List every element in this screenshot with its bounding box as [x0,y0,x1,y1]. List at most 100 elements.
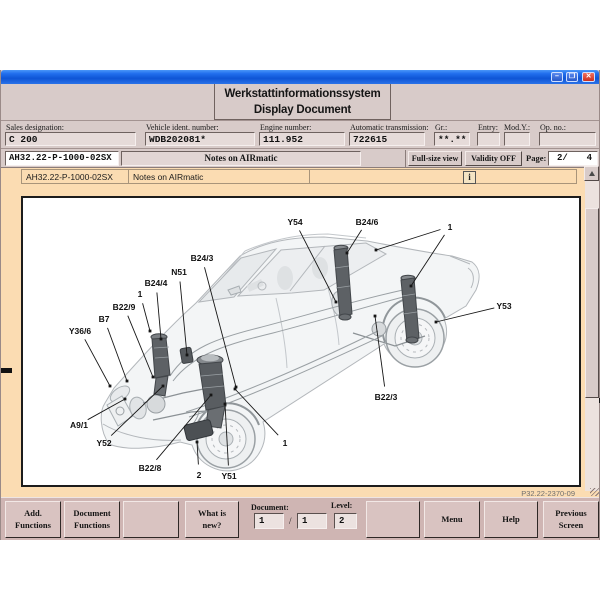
vin-label: Vehicle ident. number: [146,123,219,132]
leader-dot [373,314,377,318]
document-title-field[interactable]: Notes on AIRmatic [121,151,361,166]
group-label: Gr.: [435,123,448,132]
leader-line [346,229,362,254]
diagram-label: B22/8 [139,463,162,473]
page-label: Page: [526,153,547,163]
blank-button-1[interactable] [123,501,179,538]
leader-line [142,303,151,332]
diagram-label: B24/4 [145,278,168,288]
document-extra-cell[interactable] [309,169,577,184]
leader-dot [345,251,349,255]
leader-line [179,281,188,356]
what-is-new-button[interactable]: What is new? [185,501,239,538]
vin-field[interactable]: WDB202081* [145,132,255,146]
document-list-row[interactable]: AH32.22-P-1000-02SX Notes on AIRmatic i [1,167,599,186]
app-title-panel: Werkstattinformationssystem Display Docu… [214,84,391,120]
diagram-label: 1 [283,438,288,448]
page-indicator[interactable]: 2/ 4 [548,151,598,166]
app-header: Werkstattinformationssystem Display Docu… [1,84,599,120]
restore-button[interactable]: ❐ [566,72,578,82]
leader-dot [123,397,127,401]
leader-dot [195,440,199,444]
leader-dot [234,385,238,389]
leader-dot [185,353,189,357]
leader-line [224,403,229,466]
car-illustration: Y54B24/61Y53B24/3N51B24/41B22/9B7Y36/6A9… [69,217,512,481]
document-number-cell[interactable]: AH32.22-P-1000-02SX [21,169,129,184]
validity-off-button[interactable]: Validity OFF [465,151,522,166]
leader-line [156,394,212,461]
diagram-label: B22/9 [113,302,136,312]
close-button[interactable]: ✕ [582,72,595,82]
model-year-field[interactable] [504,132,530,146]
up-arrow-icon [588,171,595,176]
leader-line [374,315,386,387]
leader-dot [434,320,438,324]
diagram-label: 1 [448,222,453,232]
leader-dot [108,384,112,388]
blank-button-2[interactable] [366,501,420,538]
page-current: 2/ [557,153,568,163]
transmission-label: Automatic transmission: [350,123,429,132]
left-edge-marker [1,368,12,373]
document-current-field[interactable]: 1 [254,513,284,529]
diagram-label: B22/3 [375,392,398,402]
resize-grip-icon[interactable] [590,488,599,496]
document-number-field[interactable]: AH32.22-P-1000-02SX [5,151,119,166]
diagram-label: A9/1 [70,420,88,430]
leader-line [84,339,111,387]
window-titlebar[interactable]: – ❐ ✕ [1,70,599,84]
sales-designation-field[interactable]: C 200 [5,132,136,146]
transmission-field[interactable]: 722615 [349,132,425,146]
engine-number-field[interactable]: 111.952 [259,132,345,146]
level-label: Level: [331,501,353,510]
document-counter-label: Document: [251,503,289,512]
leader-dot [148,329,152,333]
leader-line [196,441,199,465]
wis-application-window: – ❐ ✕ Werkstattinformationssystem Displa… [0,70,600,540]
leader-line [110,385,164,436]
diagram-label: B7 [99,314,110,324]
entry-field[interactable] [477,132,500,146]
group-field[interactable]: **.** [434,132,470,146]
document-functions-button[interactable]: Document Functions [64,501,120,538]
leader-dot [223,402,227,406]
sales-designation-label: Sales designation: [6,123,64,132]
document-title-cell[interactable]: Notes on AIRmatic [128,169,310,184]
diagram-label: Y54 [287,217,302,227]
scroll-up-button[interactable] [584,166,599,181]
menu-button[interactable]: Menu [424,501,480,538]
diagram-label: B24/3 [191,253,214,263]
leader-dot [159,337,163,341]
model-year-label: Mod.Y.: [504,123,531,132]
level-field[interactable]: 2 [334,513,357,529]
info-icon[interactable]: i [463,171,476,184]
diagram-label: 1 [138,289,143,299]
leader-dot [233,387,237,391]
leader-line [107,327,128,382]
diagram-label: 2 [197,470,202,480]
scrollbar-thumb[interactable] [585,208,599,398]
leader-line [299,230,337,303]
entry-label: Entry: [478,123,498,132]
leader-line [410,234,445,287]
leader-dot [409,284,413,288]
leader-line [204,267,237,388]
leader-line [435,307,495,323]
previous-screen-button[interactable]: Previous Screen [543,501,599,538]
op-number-field[interactable] [539,132,596,146]
leader-dot [374,248,378,252]
diagram-label: Y52 [96,438,111,448]
diagram-label: Y36/6 [69,326,91,336]
leader-line [156,292,162,340]
minimize-button[interactable]: – [551,72,563,82]
document-toolbar: AH32.22-P-1000-02SX Notes on AIRmatic Fu… [1,148,599,167]
op-number-label: Op. no.: [540,123,566,132]
add-functions-button[interactable]: Add. Functions [5,501,61,538]
full-size-view-button[interactable]: Full-size view [408,151,462,166]
engine-number-label: Engine number: [260,123,312,132]
help-button[interactable]: Help [484,501,538,538]
diagram-label: Y51 [221,471,236,481]
page-title: Display Document [253,104,352,116]
document-total-field[interactable]: 1 [297,513,327,529]
